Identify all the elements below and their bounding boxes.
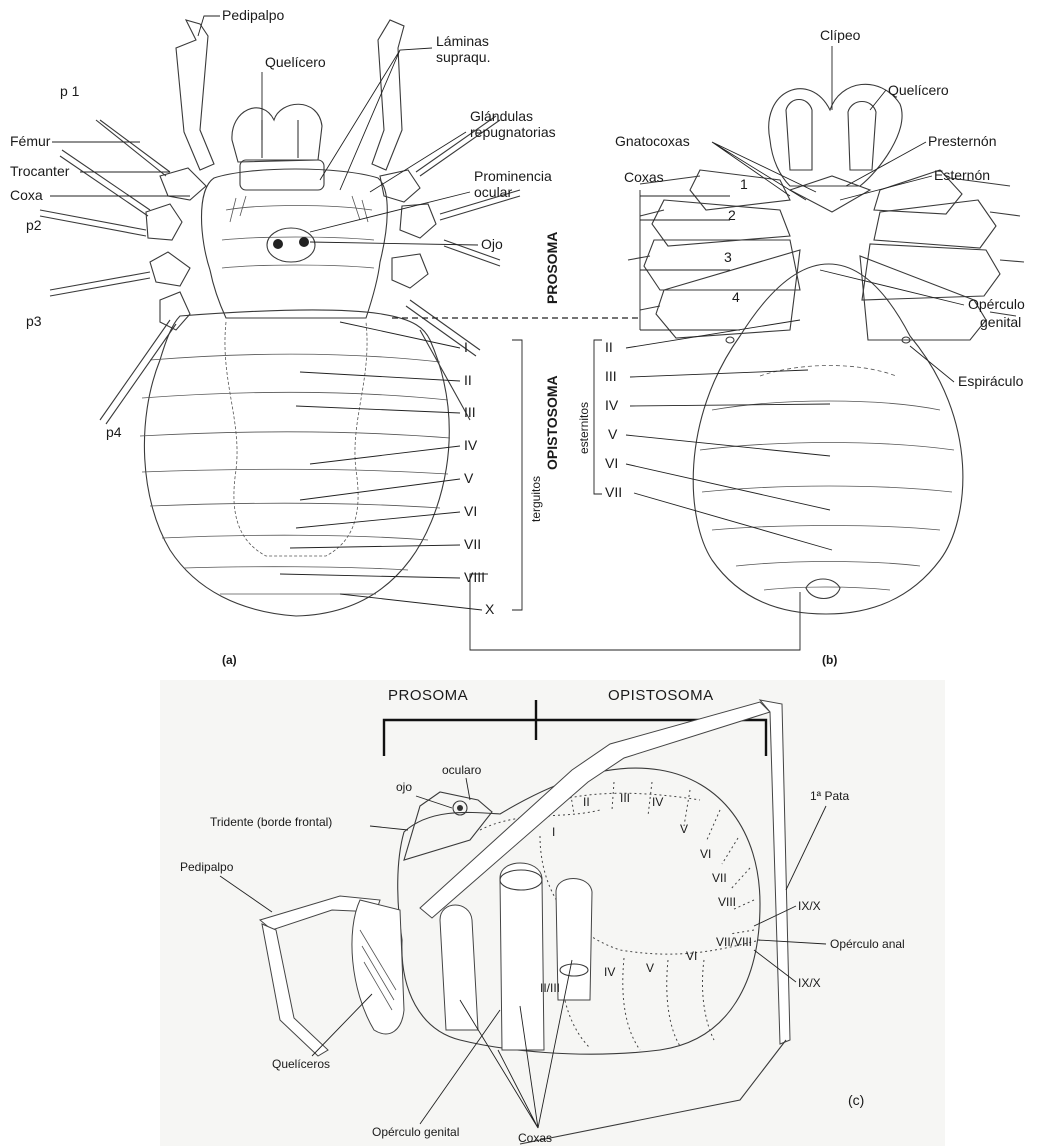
dorsal-segment-label: VIII — [718, 895, 736, 909]
label-ojo-a: Ojo — [481, 236, 503, 252]
dorsal-segment-label: I — [552, 825, 555, 839]
tergite-label: III — [464, 404, 476, 420]
label-operculo-anal: Opérculo anal — [830, 937, 905, 951]
label-prominencia: Prominencia — [474, 168, 552, 184]
panel-a-head-drawing — [176, 20, 404, 190]
label-primera-pata: 1ª Pata — [810, 789, 849, 803]
panel-a-prosoma-outline — [202, 169, 388, 318]
panel-a-eye-right-icon — [299, 237, 309, 247]
caption-c: (c) — [848, 1092, 864, 1108]
label-pedipalpo-c: Pedipalpo — [180, 860, 234, 874]
ventral-segment-label: VII/VIII — [716, 935, 752, 949]
label-p2: p2 — [26, 217, 42, 233]
label-gnatocoxas: Gnatocoxas — [615, 133, 690, 149]
label-supraqu: supraqu. — [436, 49, 490, 65]
caption-a: (a) — [222, 653, 237, 667]
panel-a-prosoma-texture — [222, 196, 374, 268]
label-ixx-bottom: IX/X — [798, 976, 821, 990]
label-prosoma-vertical: PROSOMA — [544, 232, 560, 304]
ventral-segment-label: VI — [686, 949, 697, 963]
panel-b-ventral-view: Clípeo Quelícero Gnatocoxas Presternón C… — [577, 27, 1025, 667]
label-p1: p 1 — [60, 83, 80, 99]
ventral-segment-label: IV — [604, 965, 615, 979]
spiracle-left-icon — [726, 337, 734, 343]
coxa-number: 1 — [740, 176, 748, 192]
tergite-label: VII — [464, 536, 481, 552]
label-p4: p4 — [106, 424, 122, 440]
label-pedipalpo: Pedipalpo — [222, 7, 284, 23]
tergite-label: IV — [464, 437, 478, 453]
label-quelicero-b: Quelícero — [888, 82, 949, 98]
coxa-number: 3 — [724, 249, 732, 265]
label-espiraculo: Espiráculo — [958, 373, 1024, 389]
panel-a-dorsal-pattern — [225, 322, 367, 556]
label-terguitos: terguitos — [529, 476, 543, 522]
dorsal-segment-label: VI — [700, 847, 711, 861]
tergite-label: VI — [464, 503, 477, 519]
sternite-leaders — [626, 320, 832, 550]
esternitos-bracket — [594, 340, 602, 494]
dorsal-segment-label: III — [620, 791, 630, 805]
label-glandulas: Glándulas — [470, 108, 533, 124]
tergite-label: I — [464, 339, 468, 355]
label-ocular: ocular — [474, 184, 512, 200]
label-coxas-b: Coxas — [624, 169, 664, 185]
label-prosoma-c: PROSOMA — [388, 687, 468, 704]
panel-b-coxae — [628, 170, 1024, 340]
sternite-label: II — [605, 339, 613, 355]
anal-connector-line — [470, 574, 800, 650]
label-operculo: Opérculo — [968, 296, 1025, 312]
label-p3: p3 — [26, 313, 42, 329]
panel-a-eye-left-icon — [273, 239, 283, 249]
caption-b: (b) — [822, 653, 837, 667]
label-presternon: Presternón — [928, 133, 996, 149]
label-tridente: Tridente (borde frontal) — [210, 815, 332, 829]
tergite-label: V — [464, 470, 474, 486]
label-operculo-genital-c: Opérculo genital — [372, 1125, 459, 1139]
coxa-number: 2 — [728, 207, 736, 223]
label-opistosoma-c: OPISTOSOMA — [608, 687, 714, 704]
sternite-label: V — [608, 426, 618, 442]
label-quelicero-a: Quelícero — [265, 54, 326, 70]
panel-c-background — [160, 680, 945, 1146]
tergite-label: VIII — [464, 569, 485, 585]
dorsal-segment-label: V — [680, 822, 688, 836]
tergite-label: II — [464, 372, 472, 388]
label-esternitos: esternitos — [577, 402, 591, 454]
label-esternon: Esternón — [934, 167, 990, 183]
panel-c-lateral-view: PROSOMA OPISTOSOMA I II III — [160, 680, 945, 1146]
label-laminas: Láminas — [436, 33, 489, 49]
label-ojo-c: ojo — [396, 780, 412, 794]
sternite-label: VI — [605, 455, 618, 471]
dorsal-segment-label: IV — [652, 795, 663, 809]
sternite-label: III — [605, 368, 617, 384]
label-opistosoma-vertical: OPISTOSOMA — [544, 375, 560, 470]
panel-b-segment-lines — [700, 366, 954, 599]
tergite-label: X — [485, 601, 495, 617]
coxa-number: 4 — [732, 289, 740, 305]
dorsal-segment-label: VII — [712, 871, 727, 885]
label-ixx-top: IX/X — [798, 899, 821, 913]
label-trocanter: Trocanter — [10, 163, 70, 179]
ventral-segment-label: V — [646, 961, 654, 975]
label-femur: Fémur — [10, 133, 51, 149]
sternite-label: IV — [605, 397, 619, 413]
panel-a-legs — [40, 116, 520, 424]
panel-b-head-drawing — [769, 84, 902, 212]
panel-a-segment-lines — [140, 354, 450, 594]
label-ocularo: ocularo — [442, 763, 482, 777]
terguitos-bracket — [512, 340, 522, 610]
label-coxa: Coxa — [10, 187, 43, 203]
ventral-segment-label: II/III — [540, 981, 560, 995]
eye-c-pupil-icon — [457, 805, 463, 811]
label-genital: genital — [980, 314, 1021, 330]
sternite-label: VII — [605, 484, 622, 500]
label-clipeo: Clípeo — [820, 27, 861, 43]
label-queliceros: Quelíceros — [272, 1057, 330, 1071]
dorsal-segment-label: II — [583, 795, 590, 809]
label-coxas-c: Coxas — [518, 1131, 552, 1145]
panel-a-dorsal-view: Pedipalpo Quelícero Láminas supraqu. Glá… — [10, 7, 800, 667]
label-repugnatorias: repugnatorias — [470, 124, 556, 140]
